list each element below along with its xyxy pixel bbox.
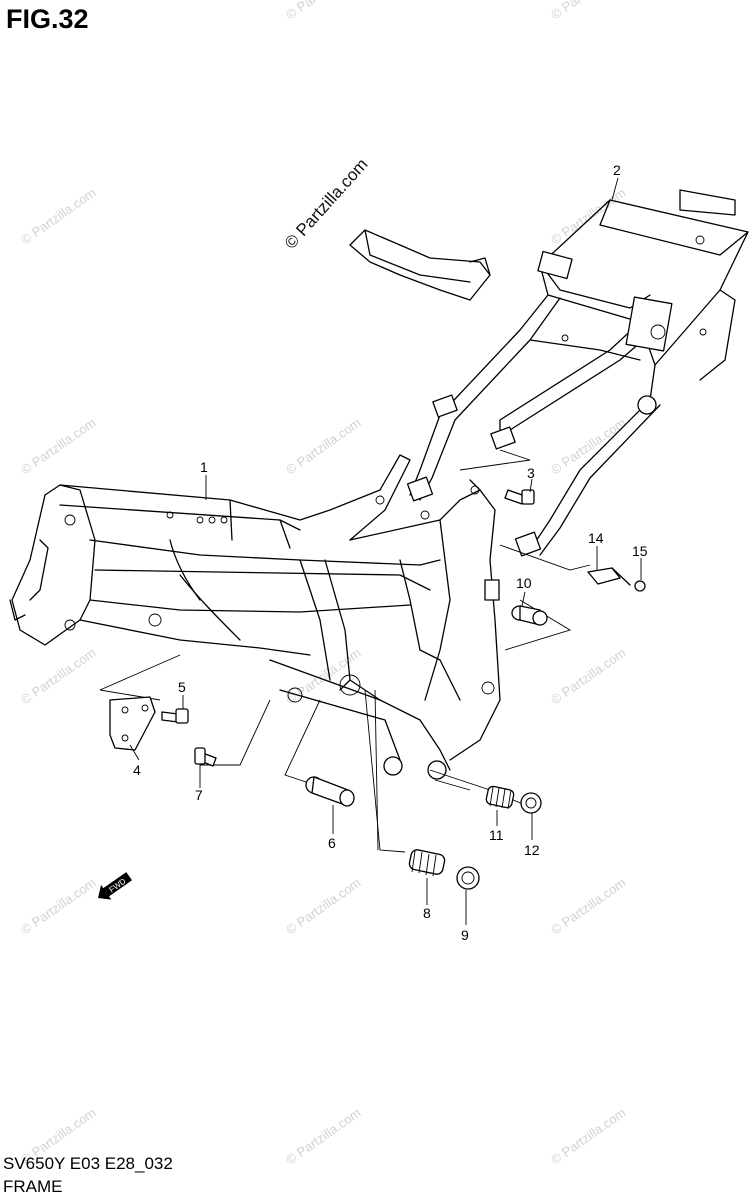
nut-part-15 — [634, 580, 646, 592]
callout-1: 1 — [200, 459, 208, 475]
diagram-name: FRAME — [3, 1177, 63, 1196]
partzilla-watermark: © Partzilla.com — [281, 155, 372, 253]
watermark: © Partzilla.com — [548, 875, 628, 938]
watermark: © Partzilla.com — [18, 875, 98, 938]
watermark: © Partzilla.com — [18, 185, 98, 248]
callout-8: 8 — [423, 905, 431, 921]
callout-12: 12 — [524, 842, 540, 858]
main-frame — [9, 454, 501, 780]
callout-4: 4 — [133, 762, 141, 778]
diagram-code: SV650Y E03 E28_032 — [3, 1154, 173, 1173]
callout-6: 6 — [328, 835, 336, 851]
callout-15: 15 — [632, 543, 648, 559]
bushing-part-10 — [511, 605, 548, 626]
callout-9: 9 — [461, 927, 469, 943]
watermark: © Partzilla.com — [548, 0, 628, 22]
watermark: © Partzilla.com — [548, 1105, 628, 1168]
watermark: © Partzilla.com — [18, 415, 98, 478]
nut-part-9 — [456, 866, 480, 890]
callout-14: 14 — [588, 530, 604, 546]
watermark-layer: © Partzilla.com © Partzilla.com © Partzi… — [18, 0, 628, 1167]
watermark: © Partzilla.com — [18, 645, 98, 708]
watermark: © Partzilla.com — [283, 415, 363, 478]
fwd-arrow-icon: FWD — [98, 872, 132, 900]
spacer-part-6 — [305, 776, 355, 807]
bolt-part-3 — [504, 489, 535, 505]
callout-3: 3 — [527, 465, 535, 481]
callout-11: 11 — [489, 827, 504, 843]
bracket-part-4 — [109, 696, 156, 751]
watermark: © Partzilla.com — [548, 415, 628, 478]
adjuster-part-8 — [408, 849, 446, 877]
watermark: © Partzilla.com — [283, 0, 363, 22]
seat-bracket — [349, 229, 491, 301]
callouts: 1 2 3 5 4 7 6 8 9 10 11 12 14 15 — [133, 162, 648, 943]
leader-lines — [129, 177, 642, 925]
rear-subframe — [406, 189, 749, 557]
nut-part-12 — [520, 792, 542, 814]
figure-title: FIG.32 — [6, 4, 89, 34]
bolt-part-5 — [161, 708, 189, 724]
callout-10: 10 — [516, 575, 532, 591]
adjuster-part-11 — [485, 785, 515, 810]
watermark: © Partzilla.com — [548, 645, 628, 708]
watermark: © Partzilla.com — [283, 645, 363, 708]
watermark: © Partzilla.com — [283, 1105, 363, 1168]
callout-5: 5 — [178, 679, 186, 695]
clamp-part-14 — [587, 567, 631, 586]
watermark: © Partzilla.com — [548, 185, 628, 248]
callout-7: 7 — [195, 787, 203, 803]
callout-2: 2 — [613, 162, 621, 178]
watermark: © Partzilla.com — [283, 875, 363, 938]
bolt-part-7 — [194, 747, 217, 767]
